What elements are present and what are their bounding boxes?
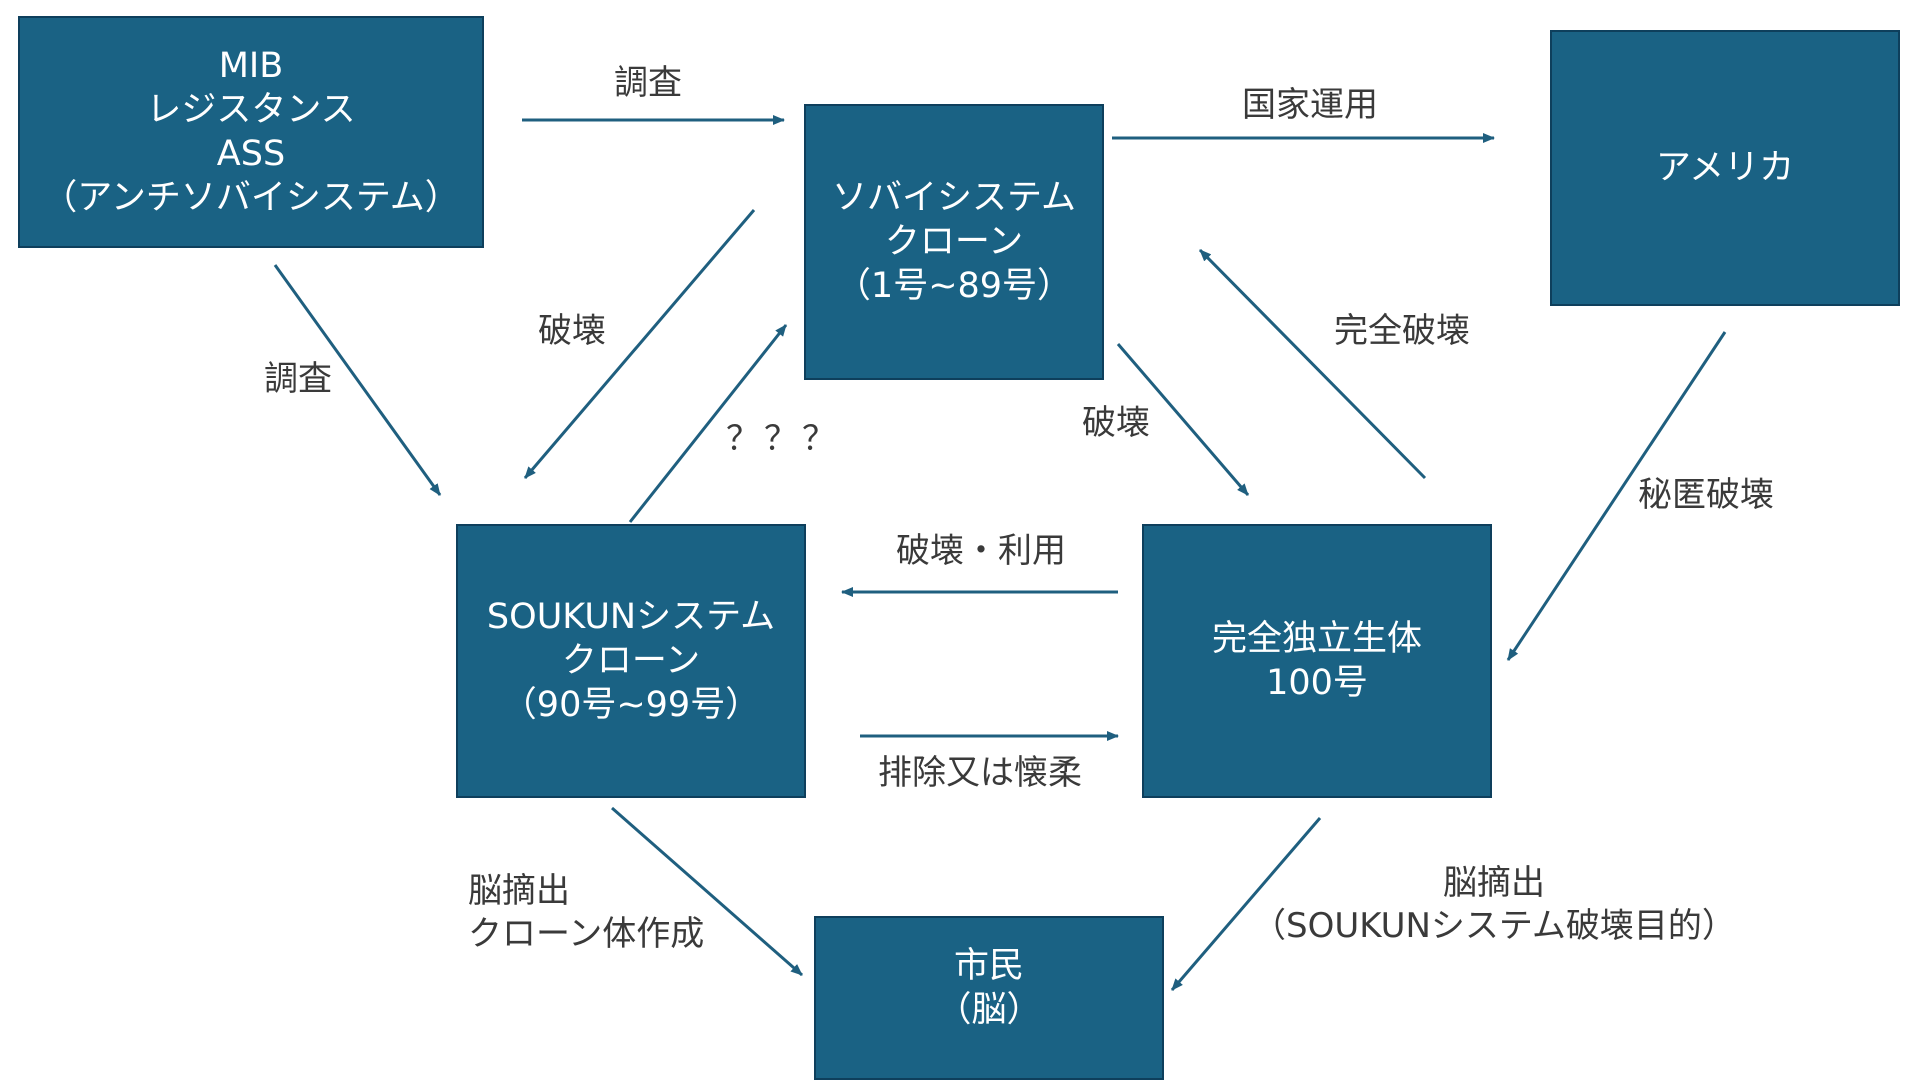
- text-line: 脳摘出: [468, 871, 570, 911]
- edge-label-independent-to-soukun: 破壊・利用: [896, 530, 1066, 573]
- text-line: クローン: [561, 641, 701, 681]
- text-line: 100号: [1266, 663, 1368, 703]
- edge-label-independent-to-sobai: 完全破壊: [1334, 310, 1470, 353]
- edge-label-sobai-to-independent: 破壊: [1082, 402, 1150, 445]
- edge-label-sobai-to-america: 国家運用: [1242, 84, 1378, 127]
- text-line: （脳）: [936, 990, 1042, 1030]
- text-line: 国家運用: [1242, 85, 1378, 125]
- text-line: クローン: [884, 222, 1024, 262]
- edge-label-mib-to-soukun: 調査: [264, 358, 332, 401]
- edge-label-sobai-to-soukun: 破壊: [538, 310, 606, 353]
- text-line: ASS: [216, 134, 286, 174]
- edge-arrow-soukun-to-citizen: [611, 806, 803, 977]
- edge-label-independent-to-citizen: 脳摘出（SOUKUNシステム破壊目的）: [1252, 862, 1736, 948]
- text-line: ？？？: [726, 419, 840, 459]
- text-line: 脳摘出: [1442, 863, 1545, 903]
- text-line: クローン体作成: [468, 914, 705, 954]
- edge-arrow-independent-to-sobai: [1198, 248, 1427, 480]
- text-line: MIB: [218, 46, 284, 86]
- text-line: 完全独立生体: [1211, 619, 1422, 659]
- text-line: 秘匿破壊: [1638, 475, 1774, 515]
- node-sobai-system-clone: ソバイシステムクローン（1号~89号）: [804, 104, 1104, 380]
- edge-arrow-sobai-to-soukun: [523, 209, 756, 479]
- text-line: アメリカ: [1655, 148, 1795, 188]
- text-line: SOUKUNシステム: [486, 597, 776, 637]
- node-america: アメリカ: [1550, 30, 1900, 306]
- text-line: （90号~99号）: [501, 685, 761, 725]
- text-line: レジスタンス: [146, 90, 356, 130]
- text-line: （アンチソバイシステム）: [42, 178, 460, 218]
- text-line: 破壊: [1082, 403, 1150, 443]
- text-line: 排除又は懐柔: [878, 753, 1082, 793]
- text-line: 調査: [614, 63, 682, 103]
- text-line: 市民: [953, 946, 1024, 986]
- text-line: ソバイシステム: [832, 178, 1076, 218]
- text-line: （1号~89号）: [835, 266, 1073, 306]
- text-line: 破壊・利用: [896, 531, 1066, 571]
- text-line: 調査: [264, 359, 332, 399]
- node-soukun-system-clone: SOUKUNシステムクローン（90号~99号）: [456, 524, 806, 798]
- edge-label-soukun-to-citizen: 脳摘出クローン体作成: [468, 870, 704, 956]
- edge-label-mib-to-sobai: 調査: [614, 62, 682, 105]
- node-citizen-brain: 市民（脳）: [814, 916, 1164, 1080]
- edge-label-america-to-independent: 秘匿破壊: [1638, 474, 1774, 517]
- edge-arrow-soukun-to-sobai: [628, 324, 788, 523]
- edge-label-soukun-to-independent: 排除又は懐柔: [878, 752, 1082, 795]
- edge-arrow-independent-to-citizen: [1170, 817, 1322, 991]
- edges-layer: [273, 115, 1727, 991]
- edge-arrow-america-to-independent: [1506, 331, 1727, 661]
- text-line: 完全破壊: [1334, 311, 1470, 351]
- text-line: （SOUKUNシステム破壊目的）: [1252, 906, 1736, 946]
- text-line: 破壊: [538, 311, 606, 351]
- edge-arrow-sobai-to-independent: [1116, 343, 1250, 496]
- edge-arrow-mib-to-soukun: [273, 264, 442, 496]
- edge-label-soukun-to-sobai: ？？？: [726, 418, 840, 461]
